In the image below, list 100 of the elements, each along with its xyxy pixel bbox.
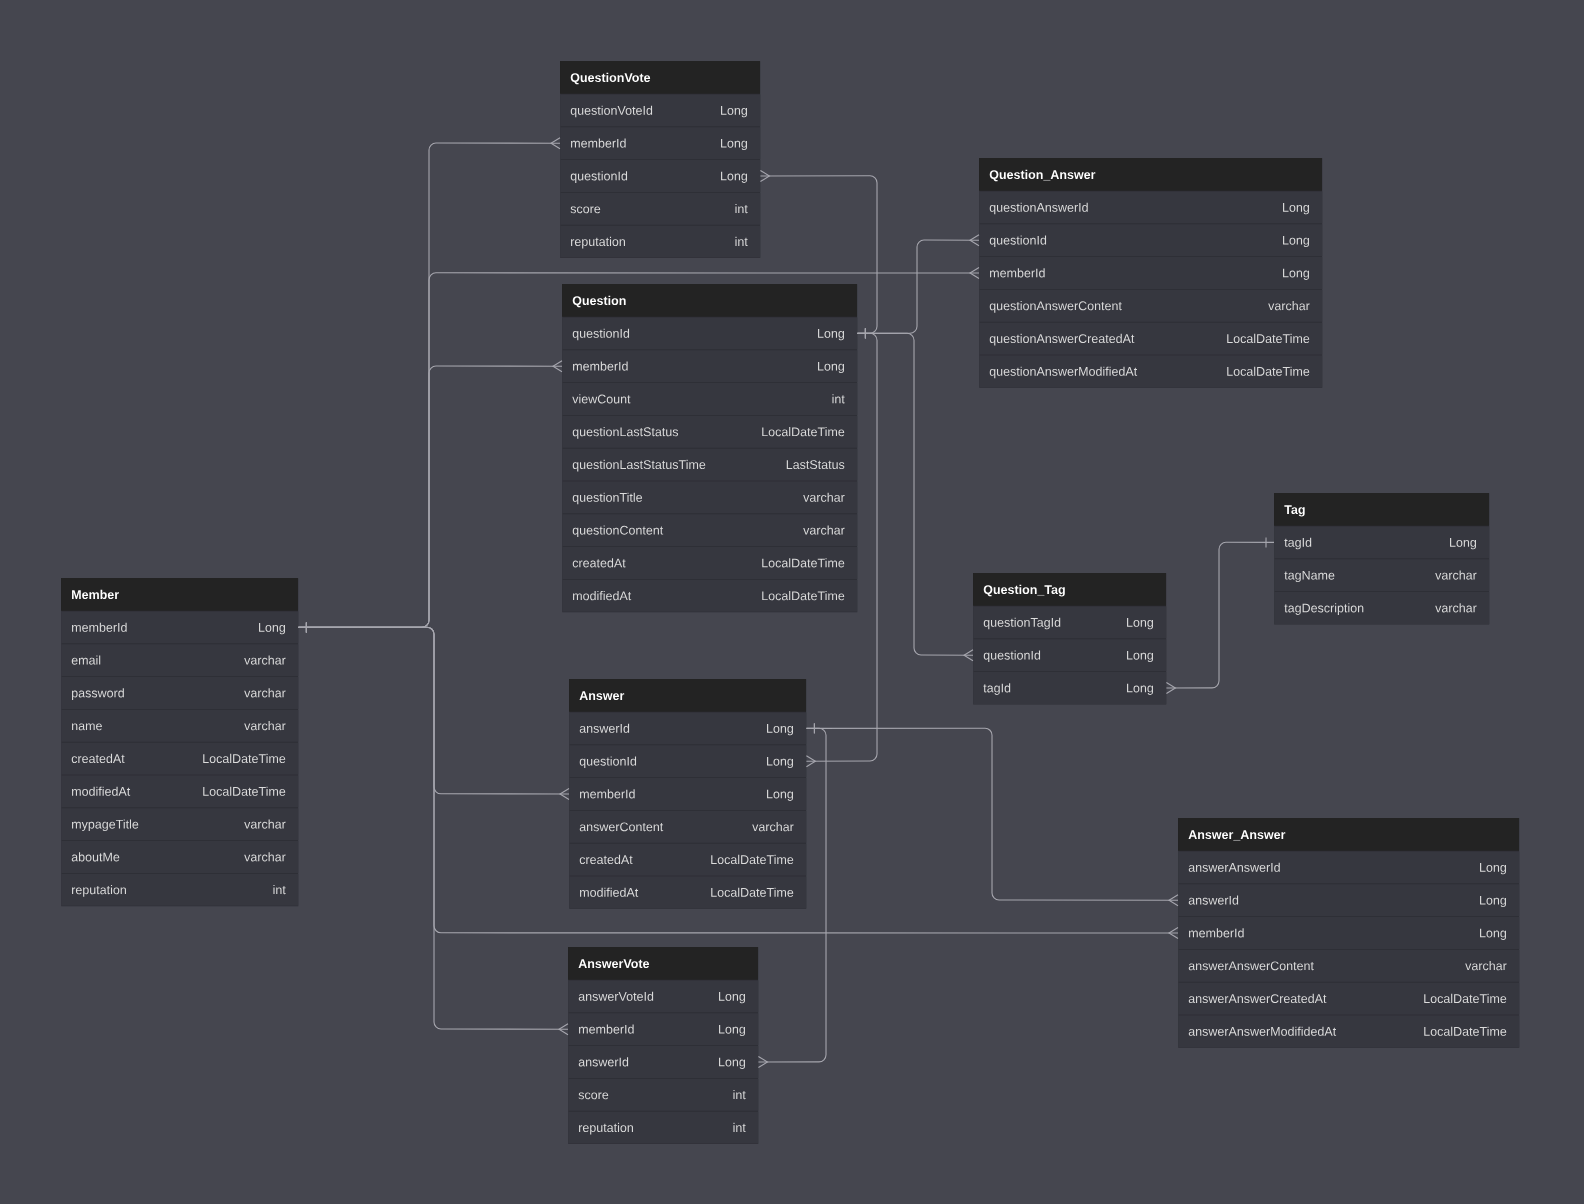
table-row: modifiedAt LocalDateTime — [61, 775, 299, 808]
table-row: memberId Long — [562, 350, 858, 383]
table-row: answerId Long — [1178, 884, 1520, 917]
node-label: questionAnswerId — [989, 202, 1088, 215]
table-row: email varchar — [61, 644, 299, 677]
table-row: tagId Long — [1274, 526, 1490, 559]
node-label: Long — [719, 1024, 745, 1037]
node-label: memberId — [1189, 928, 1244, 938]
node-label: varchar — [244, 852, 286, 862]
node-label: LastStatus — [786, 460, 845, 470]
node-label: varchar — [244, 688, 286, 698]
node-label: modifiedAt — [580, 887, 639, 897]
node-label: questionAnswerCreatedAt — [989, 333, 1135, 346]
table-row: questionContent varchar — [562, 514, 858, 547]
table-row: questionAnswerId Long — [979, 191, 1323, 224]
node-label: Long — [818, 361, 844, 374]
table-row: memberId Long — [1178, 917, 1520, 949]
node-label: varchar — [752, 822, 794, 832]
node-label: password — [72, 688, 124, 700]
table-row: name varchar — [61, 709, 299, 742]
node-label: createdAt — [579, 854, 633, 865]
table-row: memberId Long — [61, 611, 299, 644]
node-label: questionVoteId — [570, 105, 653, 118]
table-row: reputation int — [61, 873, 299, 906]
node-label: viewCount — [572, 394, 631, 404]
table-row: questionId Long — [979, 224, 1323, 257]
table-row: questionTagId Long — [973, 606, 1167, 639]
table-row: createdAt LocalDateTime — [61, 742, 299, 775]
table-row: questionAnswerContent varchar — [979, 289, 1323, 322]
node-label: score — [570, 206, 601, 214]
node-label: questionId — [570, 171, 628, 183]
node-label: varchar — [1435, 603, 1477, 613]
node-label: Long — [1450, 538, 1476, 550]
node-label: mypageTitle — [72, 819, 139, 832]
node-label: answerAnswerContent — [1188, 961, 1314, 971]
node-label: questionLastStatusTime — [572, 459, 706, 472]
node-label: varchar — [803, 492, 845, 502]
node-label: memberId — [990, 268, 1045, 278]
table-row: createdAt LocalDateTime — [562, 547, 858, 579]
node-label: LocalDateTime — [1227, 366, 1310, 376]
node-label: reputation — [571, 236, 625, 249]
relationship-line — [757, 722, 827, 1069]
node-label: LocalDateTime — [711, 854, 794, 865]
node-label: answerAnswerCreatedAt — [1188, 993, 1327, 1004]
node-label: int — [735, 236, 748, 246]
node-label: int — [733, 1090, 746, 1100]
table-row: memberId Long — [979, 257, 1323, 289]
node-label: questionAnswerModifiedAt — [989, 366, 1138, 379]
table-row: createdAt LocalDateTime — [569, 843, 807, 876]
table-row: reputation int — [568, 1111, 759, 1144]
node-label: Long — [259, 623, 285, 635]
node-label: Long — [721, 106, 747, 118]
node-label: questionId — [572, 328, 630, 341]
relationship-line — [297, 621, 569, 1036]
node-label: tagName — [1284, 570, 1335, 583]
table-row: aboutMe varchar — [61, 841, 299, 873]
node-label: email — [71, 655, 101, 665]
table-row: modifiedAt LocalDateTime — [569, 876, 807, 909]
table-row: answerId Long — [568, 1046, 759, 1078]
node-label: varchar — [244, 721, 286, 731]
node-label: aboutMe — [71, 852, 120, 862]
table-row: memberId Long — [560, 127, 761, 160]
node-label: memberId — [72, 622, 127, 632]
node-label: Long — [1480, 895, 1506, 908]
table-row: questionLastStatus LocalDateTime — [562, 415, 858, 448]
node-label: LocalDateTime — [762, 591, 845, 601]
node-label: Long — [1283, 235, 1309, 248]
table-row: answerId Long — [569, 712, 807, 745]
node-label: LocalDateTime — [711, 887, 794, 897]
node-label: tagId — [983, 683, 1011, 695]
table-row: memberId Long — [568, 1013, 759, 1046]
node-label: LocalDateTime — [762, 558, 845, 568]
node-label: memberId — [580, 789, 635, 799]
node-label: reputation — [72, 885, 126, 897]
node-label: answerId — [1188, 895, 1239, 905]
node-label: questionContent — [572, 525, 664, 538]
node-label: Long — [1127, 650, 1153, 663]
table-row: answerAnswerCreatedAt LocalDateTime — [1178, 982, 1520, 1015]
node-label: modifiedAt — [573, 591, 632, 601]
table-row: questionLastStatusTime LastStatus — [562, 448, 858, 481]
node-label: LocalDateTime — [203, 753, 286, 764]
node-label: questionTagId — [983, 617, 1061, 630]
node-label: Long — [767, 789, 793, 801]
node-label: int — [273, 885, 286, 895]
table-row: score int — [560, 192, 761, 225]
node-label: varchar — [244, 655, 286, 665]
node-label: tagId — [1284, 537, 1312, 550]
node-label: reputation — [579, 1122, 633, 1135]
table-row: memberId Long — [569, 778, 807, 810]
table-row: questionId Long — [973, 639, 1167, 672]
node-label: varchar — [1268, 301, 1310, 311]
node-label: questionAnswerContent — [989, 301, 1122, 313]
node-label: Long — [1480, 863, 1506, 875]
node-label: score — [578, 1092, 609, 1100]
table-row: answerAnswerId Long — [1178, 851, 1520, 884]
node-label: Long — [721, 138, 747, 151]
node-label: answerVoteId — [578, 991, 654, 1001]
node-label: LocalDateTime — [1227, 333, 1310, 344]
node-label: LocalDateTime — [1424, 1026, 1507, 1036]
table-row: questionId Long — [562, 317, 858, 350]
